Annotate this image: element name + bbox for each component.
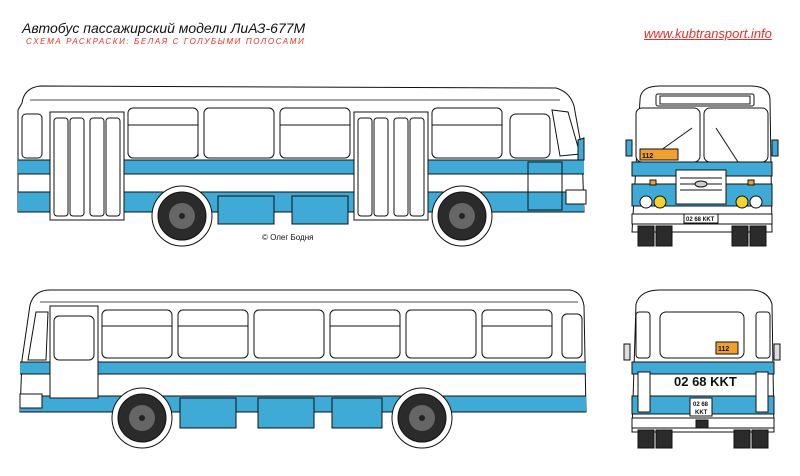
side-window-3 (279, 107, 351, 159)
rear-plate-large: 02 68 KKT (674, 374, 737, 389)
front-plate (683, 213, 719, 224)
windshield-front-right (703, 107, 769, 163)
headlight-left-outer (639, 195, 653, 209)
left-window-1 (101, 309, 173, 359)
svg-text:KKT: KKT (695, 410, 708, 416)
route-sign-rear: 112 (715, 341, 739, 355)
headlight-right-outer (749, 195, 763, 209)
rear-wheel-left (391, 387, 453, 449)
bus-rear-view: 112 02 68 KKT 02 68 KKT (623, 289, 781, 449)
svg-text:112: 112 (642, 153, 653, 160)
left-window-5 (405, 309, 477, 359)
front-door (49, 111, 125, 221)
cab-window (21, 113, 43, 159)
bus-side-view-left (19, 289, 587, 449)
left-window-3 (253, 309, 325, 359)
bus-side-view-right: 112 КРАСНОДАР ЮЖНАЯ ПРОМЗОНА (17, 85, 587, 247)
middle-door (353, 111, 429, 221)
svg-text:02 68 КKT: 02 68 КKT (686, 217, 715, 223)
left-window-4 (329, 309, 401, 359)
side-window-4 (431, 107, 503, 159)
front-wheel-left (111, 387, 173, 449)
left-window-6 (481, 309, 553, 359)
rear-wheel-side (431, 185, 493, 247)
svg-text:112: 112 (718, 346, 729, 353)
left-window-rear (561, 313, 583, 359)
copyright-text: © Олег Бодня (262, 233, 313, 242)
rear-plate-small (689, 397, 713, 417)
blue-stripe-upper (18, 160, 584, 174)
headlight-right-inner (735, 195, 749, 209)
side-window-5 (509, 113, 551, 159)
windshield-side-left (27, 311, 49, 361)
page-title: Автобус пассажирский модели ЛиАЗ-677М (22, 20, 306, 36)
route-sign-front: 112 (639, 148, 679, 161)
svg-text:02 68: 02 68 (693, 402, 709, 408)
side-window-1 (127, 107, 199, 159)
site-link[interactable]: www.kubtransport.info (644, 26, 772, 41)
bus-front-view: 112 02 68 КKT (625, 85, 779, 247)
front-wheel-side (151, 185, 213, 247)
page-subtitle: СХЕМА РАСКРАСКИ: БЕЛАЯ С ГОЛУБЫМИ ПОЛОСА… (26, 37, 306, 46)
side-window-2 (203, 107, 275, 159)
left-window-2 (177, 309, 249, 359)
headlight-left-inner (653, 195, 667, 209)
